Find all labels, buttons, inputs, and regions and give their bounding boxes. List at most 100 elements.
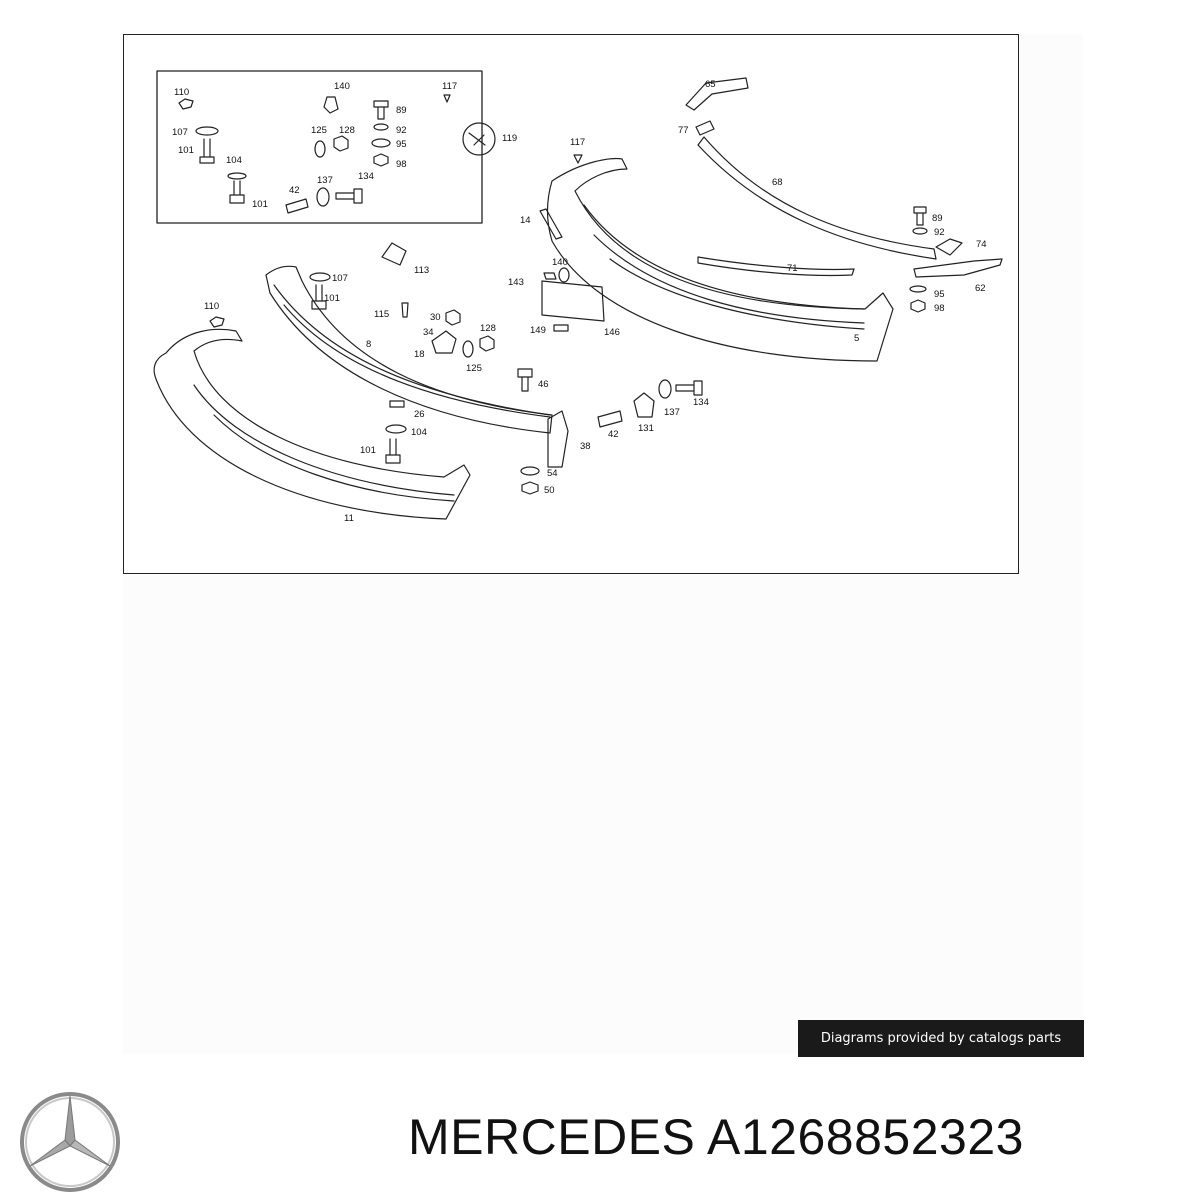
callout-42b: 42 xyxy=(608,429,619,440)
clip-18-icon xyxy=(431,330,457,354)
callout-98a: 98 xyxy=(396,159,407,170)
washer-95a-icon xyxy=(371,138,391,148)
callout-137b: 137 xyxy=(664,407,680,418)
callout-71: 71 xyxy=(787,263,798,274)
callout-68: 68 xyxy=(772,177,783,188)
callout-101d: 101 xyxy=(360,445,376,456)
callout-128b: 128 xyxy=(480,323,496,334)
callout-42a: 42 xyxy=(289,185,300,196)
callout-149: 149 xyxy=(530,325,546,336)
mercedes-star-icon xyxy=(20,1092,120,1192)
callout-146: 146 xyxy=(604,327,620,338)
spacer-42a-icon xyxy=(285,198,309,214)
callout-54: 54 xyxy=(547,468,558,479)
callout-92a: 92 xyxy=(396,125,407,136)
trim-62-icon xyxy=(913,258,1003,278)
callout-30: 30 xyxy=(430,312,441,323)
bolt-134a-icon xyxy=(335,188,363,204)
nut-30-icon xyxy=(445,309,461,326)
callout-65: 65 xyxy=(705,79,716,90)
clip-117b-icon xyxy=(573,154,583,164)
bolt-101c-icon xyxy=(311,284,327,310)
bolt-46-icon xyxy=(517,368,533,392)
nut-128b-icon xyxy=(479,335,495,352)
callout-34: 34 xyxy=(423,327,434,338)
callout-117a: 117 xyxy=(442,81,457,92)
bolt-134b-icon xyxy=(675,380,703,396)
callout-125a: 125 xyxy=(311,125,327,136)
nut-50-icon xyxy=(521,481,539,495)
diagram-credit-banner: Diagrams provided by catalogs parts xyxy=(798,1020,1084,1057)
washer-140b-icon xyxy=(558,267,570,283)
clip-117a-icon xyxy=(443,94,451,103)
washer-54-icon xyxy=(520,466,540,476)
washer-92a-icon xyxy=(373,123,389,131)
washer-107-icon xyxy=(195,126,219,136)
callout-110b: 110 xyxy=(204,301,219,312)
washer-104-icon xyxy=(227,172,247,180)
strip-71-icon xyxy=(697,256,855,277)
part-title: MERCEDES A1268852323 xyxy=(408,1109,1024,1165)
callout-101b: 101 xyxy=(252,199,268,210)
washer-92b-icon xyxy=(912,227,928,235)
callout-117b: 117 xyxy=(570,137,585,148)
screw-143-icon xyxy=(543,272,557,280)
nut-98b-icon xyxy=(910,299,926,313)
washer-125b-icon xyxy=(462,340,474,358)
nut-98a-icon xyxy=(373,153,389,167)
exploded-parts-diagram: 110 140 117 89 107 125 128 92 101 95 104… xyxy=(123,34,1019,574)
callout-95a: 95 xyxy=(396,139,407,150)
callout-101c: 101 xyxy=(324,293,340,304)
callout-74: 74 xyxy=(976,239,987,250)
callout-14: 14 xyxy=(520,215,531,226)
trim-77-icon xyxy=(695,120,715,136)
rivet-115-icon xyxy=(401,302,409,318)
trim-65-icon xyxy=(685,77,749,111)
callout-128a: 128 xyxy=(339,125,355,136)
callout-50: 50 xyxy=(544,485,555,496)
callout-115: 115 xyxy=(374,309,389,320)
callout-140b: 140 xyxy=(552,257,568,268)
callout-134b: 134 xyxy=(693,397,709,408)
callout-104a: 104 xyxy=(226,155,242,166)
callout-95b: 95 xyxy=(934,289,945,300)
washer-137a-icon xyxy=(316,187,330,207)
holder-131-icon xyxy=(633,392,655,418)
front-bumper-5-icon xyxy=(546,157,894,362)
callout-143: 143 xyxy=(508,277,524,288)
fastener-inset-box xyxy=(156,70,483,224)
callout-104b: 104 xyxy=(411,427,427,438)
callout-131: 131 xyxy=(638,423,654,434)
grommet-140-icon xyxy=(323,96,339,114)
callout-89a: 89 xyxy=(396,105,407,116)
clip-110b-icon xyxy=(209,316,225,328)
callout-26: 26 xyxy=(414,409,425,420)
callout-107b: 107 xyxy=(332,273,348,284)
callout-62: 62 xyxy=(975,283,986,294)
washer-125a-icon xyxy=(314,140,326,158)
nut-128a-icon xyxy=(333,135,349,152)
callout-107a: 107 xyxy=(172,127,188,138)
plate-146-icon xyxy=(541,280,605,322)
callout-5: 5 xyxy=(854,333,859,344)
bumper-parts-drawing: 110 140 117 89 107 125 128 92 101 95 104… xyxy=(153,70,1003,524)
callout-8: 8 xyxy=(366,339,371,350)
callout-125b: 125 xyxy=(466,363,482,374)
callout-110a: 110 xyxy=(174,87,189,98)
bolt-89a-icon xyxy=(373,100,389,120)
washer-95b-icon xyxy=(909,285,927,293)
callout-18: 18 xyxy=(414,349,425,360)
bracket-38-icon xyxy=(547,410,569,468)
washer-104b-icon xyxy=(385,424,407,434)
callout-38: 38 xyxy=(580,441,591,452)
callout-113: 113 xyxy=(414,265,429,276)
bolt-101d-icon xyxy=(385,438,401,464)
callout-101a: 101 xyxy=(178,145,194,156)
callout-92b: 92 xyxy=(934,227,945,238)
bolt-101b-icon xyxy=(229,180,245,204)
wrench-119-icon xyxy=(462,122,496,156)
spacer-42b-icon xyxy=(597,410,623,428)
screw-149-icon xyxy=(553,324,569,332)
washer-137b-icon xyxy=(658,379,672,399)
callout-77: 77 xyxy=(678,125,689,136)
